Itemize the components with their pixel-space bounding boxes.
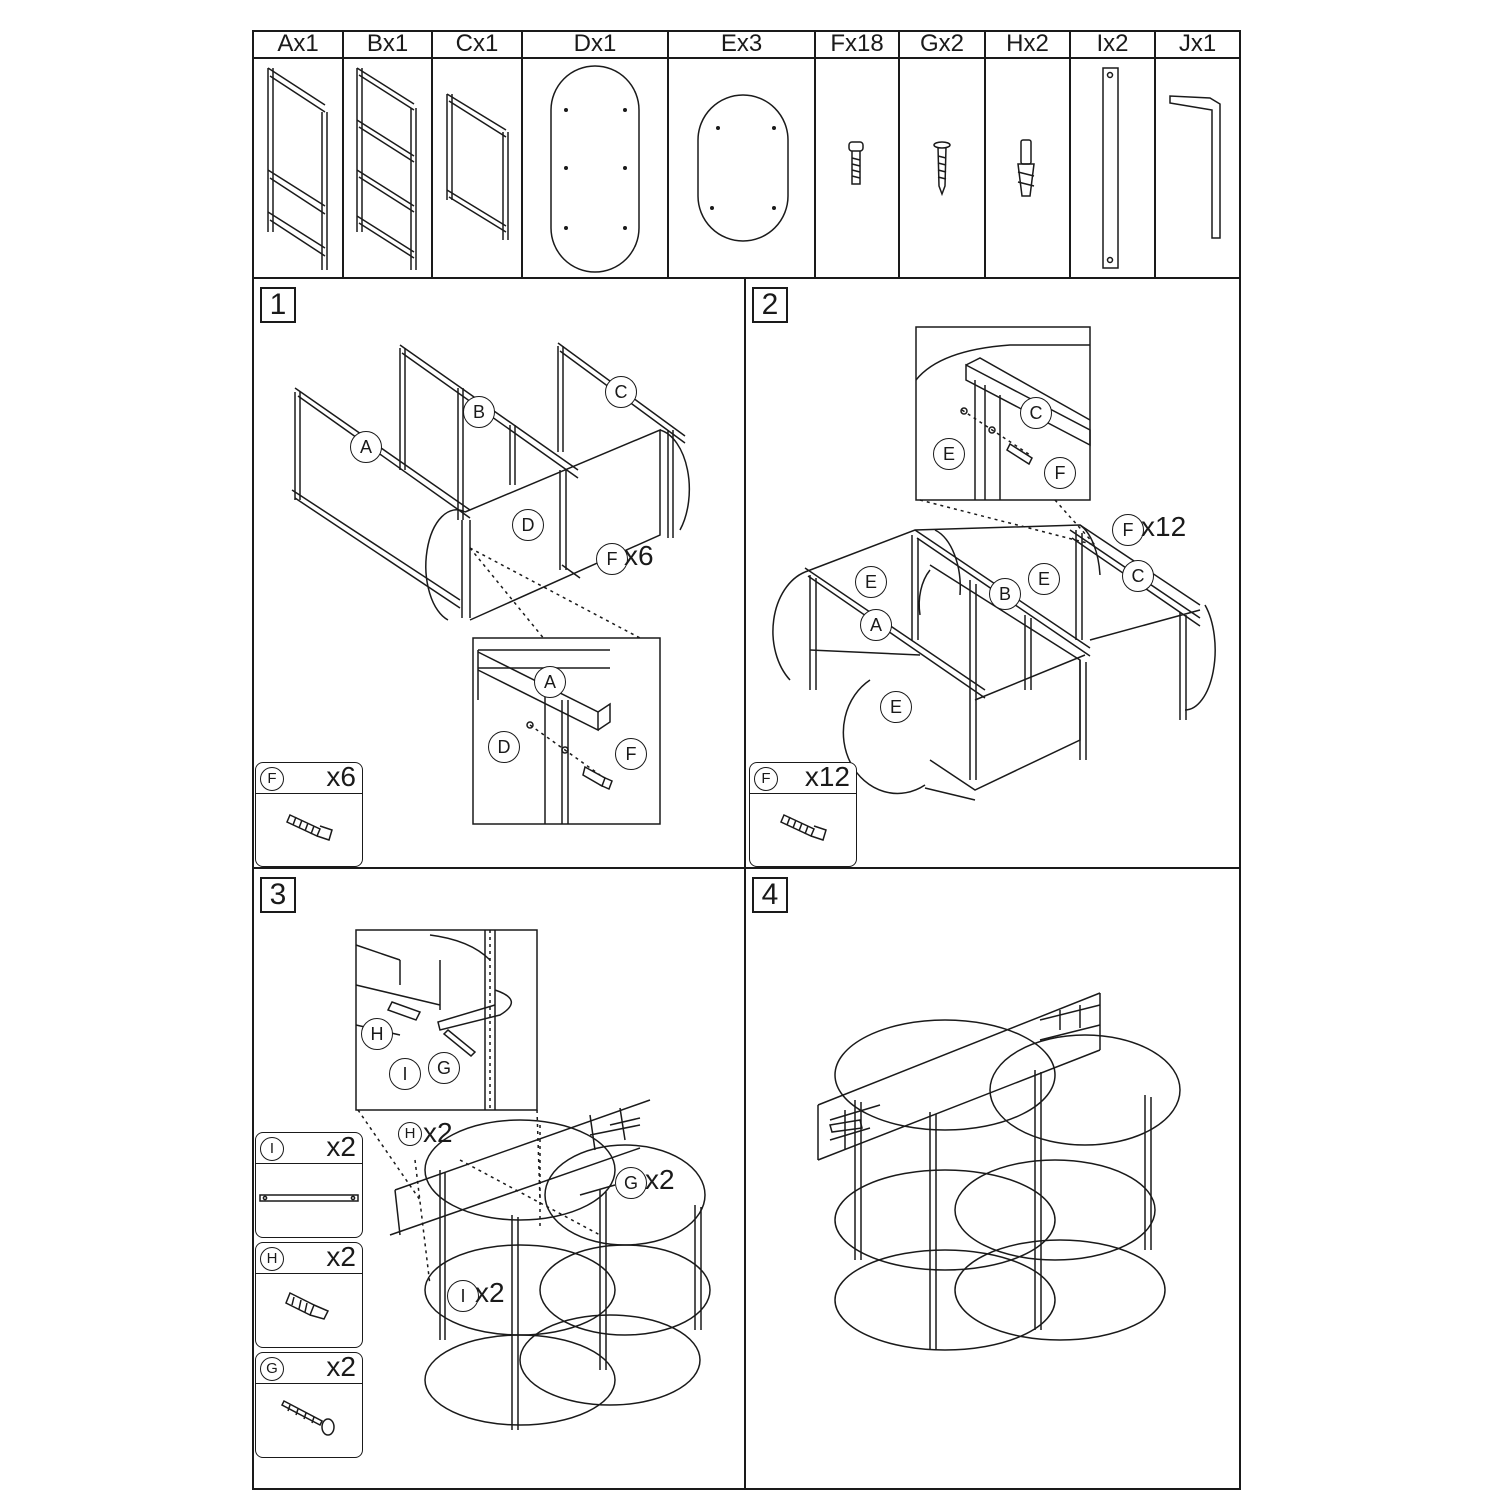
step-3-label-i: I	[447, 1280, 479, 1312]
step-3-h-quantity: x2	[423, 1117, 453, 1148]
step-2-number: 2	[752, 287, 788, 323]
card-part-label: H	[260, 1247, 284, 1271]
bolt-icon	[750, 795, 856, 866]
card-quantity: x2	[326, 1351, 356, 1382]
step-3-i-quantity: x2	[475, 1277, 505, 1308]
step-2-label-e-front: E	[880, 691, 912, 723]
step-1-number: 1	[260, 287, 296, 323]
step-3-number: 3	[260, 877, 296, 913]
part-header-i: Ix2	[1096, 30, 1129, 57]
anchor-h-icon	[1017, 139, 1035, 197]
step-3-label-h: H	[398, 1122, 422, 1146]
part-header-c: Cx1	[455, 30, 499, 57]
step-1-label-d: D	[512, 509, 544, 541]
bolt-icon	[256, 795, 362, 866]
step-1-label-b: B	[463, 396, 495, 428]
part-header-f: Fx18	[830, 30, 884, 57]
step-1-label-a: A	[350, 431, 382, 463]
part-header-a: Ax1	[277, 30, 319, 57]
card-part-label: F	[754, 767, 778, 791]
parts-drawings	[267, 65, 1221, 273]
card-part-label: G	[260, 1357, 284, 1381]
step-2-detail-label-f: F	[1044, 457, 1076, 489]
shelf-e-icon	[697, 94, 789, 242]
step-2-label-e-right: E	[1028, 563, 1060, 595]
wood-screw-icon	[256, 1385, 362, 1457]
step-3-detail-label-i: I	[389, 1058, 421, 1090]
step-3-label-g: G	[615, 1167, 647, 1199]
step-2-label-a: A	[860, 609, 892, 641]
wall-anchor-icon	[256, 1275, 362, 1347]
step-2-label-e-left: E	[855, 566, 887, 598]
card-quantity: x2	[326, 1241, 356, 1272]
step-2-label-c: C	[1122, 560, 1154, 592]
frame-a-icon	[267, 67, 328, 270]
card-quantity: x2	[326, 1131, 356, 1162]
step-4-number: 4	[752, 877, 788, 913]
step-3-bracket-card: I x2	[255, 1131, 363, 1238]
part-header-e: Ex3	[720, 30, 763, 57]
step-1-detail-label-d: D	[488, 731, 520, 763]
part-header-b: Bx1	[366, 30, 409, 57]
bracket-i-icon	[1102, 67, 1119, 269]
step-1-hardware-card: F x6	[255, 761, 363, 867]
card-part-label: F	[260, 767, 284, 791]
step-3-detail-label-h: H	[361, 1018, 393, 1050]
step-1-label-f: F	[596, 543, 628, 575]
part-header-h: Hx2	[1006, 30, 1049, 57]
screw-g-icon	[933, 141, 951, 197]
step-3-detail-label-g: G	[428, 1052, 460, 1084]
step-2-label-f: F	[1112, 514, 1144, 546]
step-3-g-quantity: x2	[645, 1164, 675, 1195]
step-3-anchor-card: H x2	[255, 1241, 363, 1348]
frame-c-icon	[446, 93, 509, 240]
step-2-f-quantity: x12	[1141, 511, 1187, 542]
card-quantity: x6	[326, 761, 356, 792]
step-2-label-b: B	[989, 578, 1021, 610]
step-1-label-c: C	[605, 376, 637, 408]
step-2-detail-label-c: C	[1020, 397, 1052, 429]
step-2-hardware-card: F x12	[749, 761, 857, 867]
part-header-j: Jx1	[1178, 30, 1217, 57]
bolt-f-icon	[848, 141, 864, 185]
card-part-label: I	[260, 1137, 284, 1161]
hex-key-j-icon	[1169, 95, 1221, 239]
step-1-detail-label-f: F	[615, 738, 647, 770]
step-1-f-quantity: x6	[624, 540, 654, 571]
step-1-detail-label-a: A	[534, 666, 566, 698]
part-header-d: Dx1	[573, 30, 617, 57]
frame-b-icon	[356, 67, 417, 270]
part-header-g: Gx2	[919, 30, 964, 57]
card-quantity: x12	[804, 761, 850, 792]
bracket-icon	[256, 1165, 362, 1237]
step-2-detail-label-e: E	[933, 438, 965, 470]
shelf-d-icon	[550, 65, 640, 273]
step-3-screw-card: G x2	[255, 1351, 363, 1458]
